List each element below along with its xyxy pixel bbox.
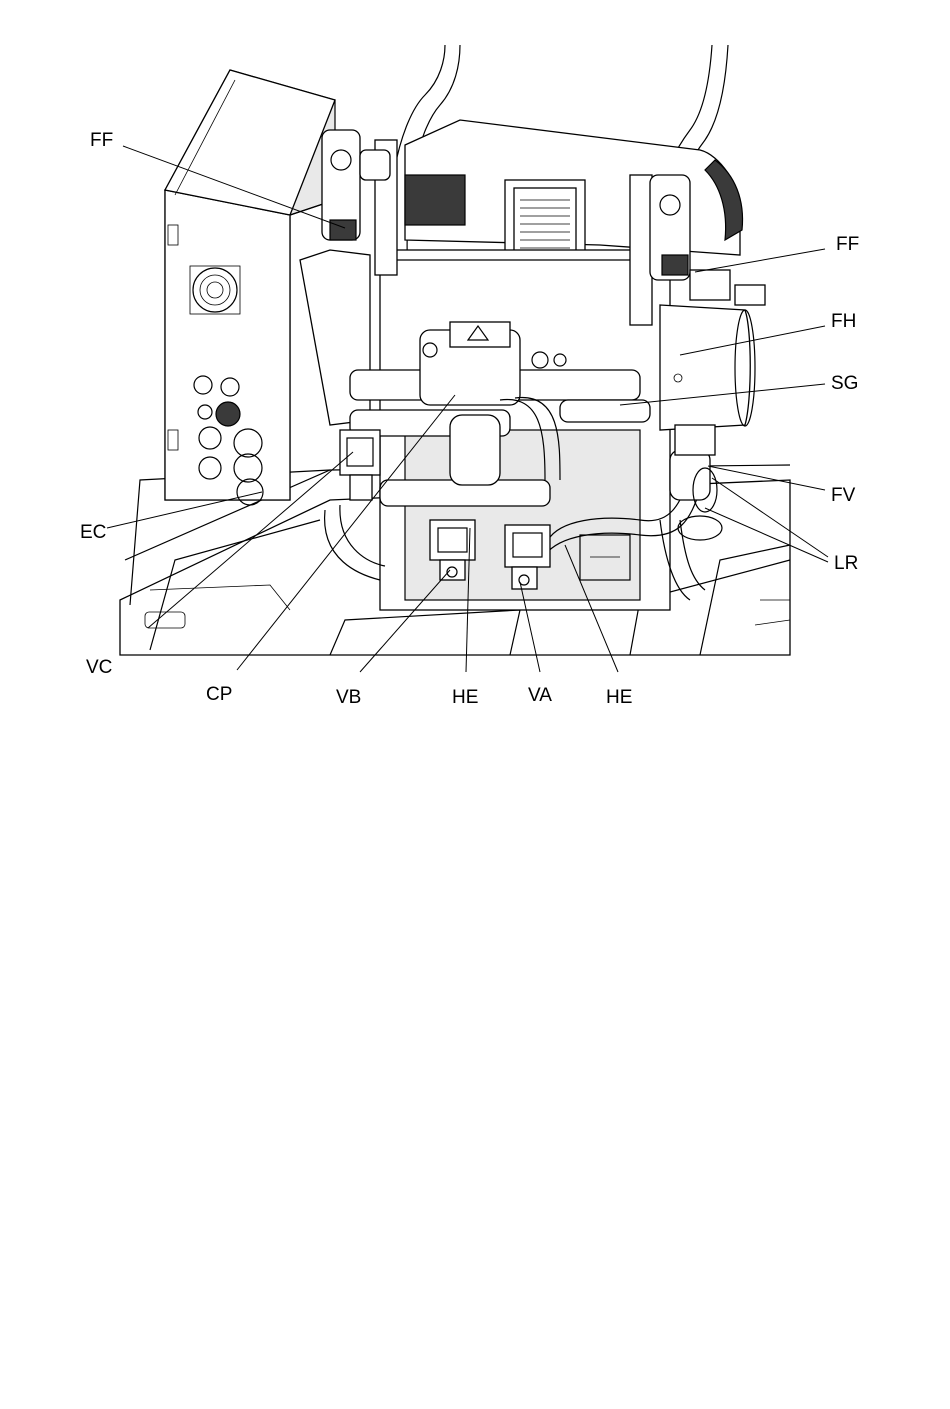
- fluid-heater: [660, 305, 755, 430]
- callout-va: VA: [528, 685, 552, 706]
- circulation-valve: [340, 430, 380, 500]
- callout-he-left: HE: [452, 687, 478, 708]
- callout-ec: EC: [80, 522, 106, 543]
- callout-cp: CP: [206, 684, 232, 705]
- motor-housing: [405, 120, 743, 270]
- callout-fv: FV: [831, 485, 856, 506]
- callout-vc: VC: [86, 657, 112, 678]
- callout-vb: VB: [336, 687, 361, 708]
- callout-fh: FH: [831, 311, 856, 332]
- callout-ff-right: FF: [836, 234, 859, 255]
- callout-he-right: HE: [606, 687, 632, 708]
- callout-lr: LR: [834, 553, 858, 574]
- callout-ff-left: FF: [90, 130, 113, 151]
- callout-sg: SG: [831, 373, 858, 394]
